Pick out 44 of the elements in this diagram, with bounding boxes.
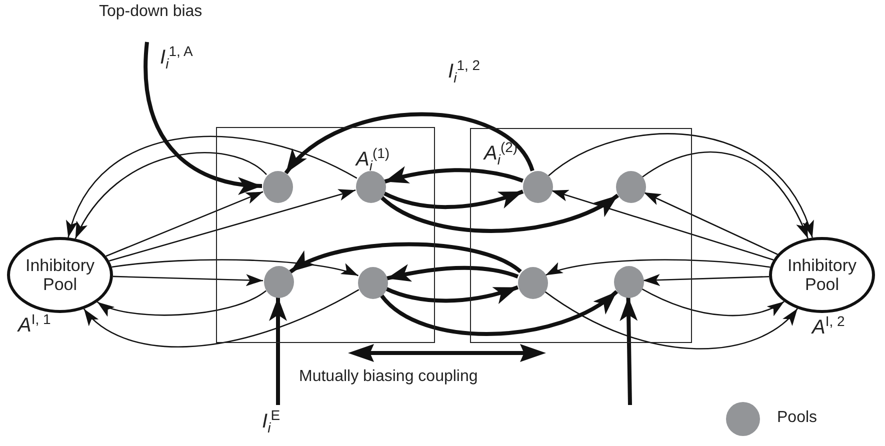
coupling-caption: Mutually biasing coupling xyxy=(299,368,478,386)
arrow xyxy=(545,259,770,276)
pool-dot xyxy=(518,267,548,299)
node-label: Inhibitory Pool xyxy=(24,256,96,294)
module-frame xyxy=(216,127,435,343)
arrow xyxy=(380,194,619,233)
arrow xyxy=(112,259,358,276)
arrow xyxy=(380,290,618,336)
arrow xyxy=(620,296,638,406)
arrow xyxy=(551,190,774,260)
arrow xyxy=(284,112,534,174)
arrow xyxy=(83,289,360,348)
node-label: Inhibitory Pool xyxy=(786,256,858,294)
activity-symbol: A$^{I, 1}$ xyxy=(18,312,51,336)
pool-dot xyxy=(523,171,553,203)
arrow xyxy=(106,191,264,257)
arrow xyxy=(640,288,784,316)
arrow xyxy=(289,242,522,274)
pool-dot xyxy=(263,171,293,203)
arrow xyxy=(642,152,808,239)
pool-dot xyxy=(264,266,294,298)
arrow xyxy=(97,290,266,316)
arrow xyxy=(112,274,264,286)
arrow xyxy=(382,190,524,210)
arrow xyxy=(269,297,287,405)
pool-dot xyxy=(616,171,646,203)
module-frame xyxy=(470,128,692,343)
arrow xyxy=(642,274,770,286)
arrow xyxy=(544,290,798,350)
pool-dot xyxy=(358,267,388,299)
activity-symbol: A$^{I, 2}$ xyxy=(812,314,845,338)
arrow xyxy=(68,136,358,238)
legend-label: Pools xyxy=(777,409,818,427)
arrow xyxy=(548,133,813,238)
pool-dot xyxy=(356,171,386,203)
arrow xyxy=(386,264,519,282)
arrow xyxy=(144,42,262,194)
pool-dot xyxy=(614,266,644,298)
arrow xyxy=(109,189,356,262)
arrow xyxy=(643,192,778,255)
arrow xyxy=(384,285,518,304)
input-caption: Top-down bias xyxy=(99,3,202,21)
arrow xyxy=(384,166,524,184)
arrow xyxy=(74,152,267,239)
